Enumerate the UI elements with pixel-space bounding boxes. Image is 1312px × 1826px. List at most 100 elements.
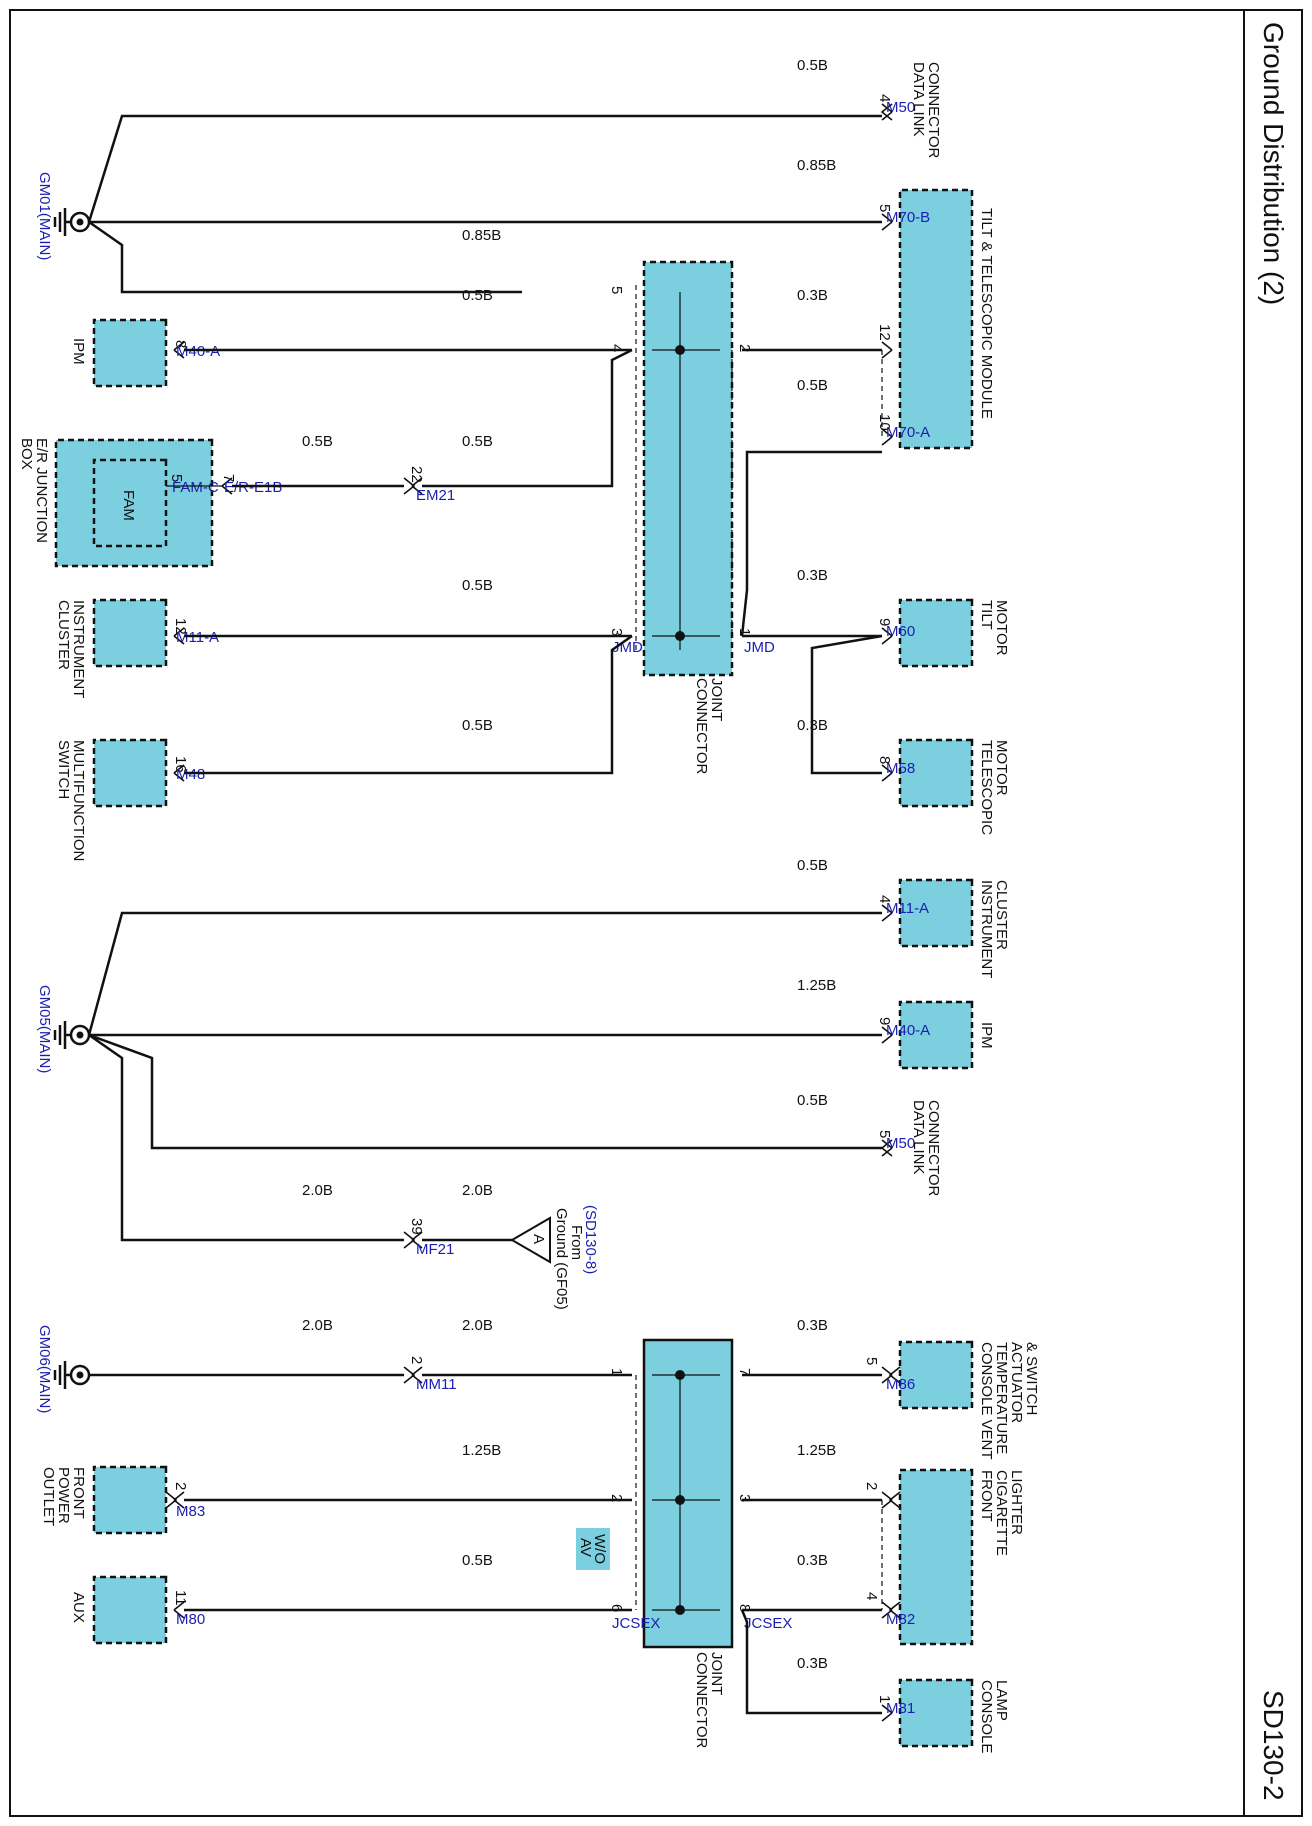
svg-text:0.5B: 0.5B [462, 1552, 493, 1569]
svg-text:M40-A: M40-A [886, 1022, 930, 1039]
svg-text:E/R-E1B: E/R-E1B [224, 479, 282, 496]
svg-text:SWITCH: SWITCH [55, 740, 72, 799]
ground-label-gm06: GM06(MAIN) [36, 1325, 53, 1413]
svg-text:16: 16 [172, 756, 189, 773]
aux [92, 1575, 168, 1645]
joint-connector-jmd [642, 260, 734, 677]
svg-text:0.5B: 0.5B [302, 433, 333, 450]
svg-text:8: 8 [876, 756, 893, 764]
svg-text:2.0B: 2.0B [302, 1317, 333, 1334]
svg-text:8: 8 [172, 340, 189, 348]
svg-text:CLUSTER: CLUSTER [993, 880, 1010, 950]
svg-text:& SWITCH: & SWITCH [1023, 1342, 1040, 1415]
svg-text:1.25B: 1.25B [462, 1442, 501, 1459]
svg-text:0.5B: 0.5B [462, 577, 493, 594]
svg-text:2: 2 [408, 1356, 425, 1364]
svg-text:IPM: IPM [978, 1022, 995, 1049]
svg-text:AV: AV [577, 1538, 594, 1557]
console-lamp [898, 1678, 974, 1748]
svg-text:LAMP: LAMP [993, 1680, 1010, 1721]
svg-text:POWER: POWER [55, 1467, 72, 1524]
svg-text:1: 1 [876, 1695, 893, 1703]
front-power-outlet [92, 1465, 168, 1535]
data-link-connector-2 [880, 1139, 893, 1157]
svg-text:0.3B: 0.3B [797, 1655, 828, 1672]
svg-text:CONNECTOR: CONNECTOR [693, 678, 710, 775]
svg-text:2: 2 [172, 1482, 189, 1490]
ground-gm06 [53, 1361, 91, 1389]
ground-gm05 [53, 1021, 91, 1049]
svg-text:Ground (GF05): Ground (GF05) [553, 1208, 570, 1310]
ground-gm01 [53, 208, 91, 236]
svg-text:FRONT: FRONT [70, 1467, 87, 1519]
svg-text:M48: M48 [176, 766, 205, 783]
svg-text:0.3B: 0.3B [797, 567, 828, 584]
svg-text:12: 12 [172, 618, 189, 635]
svg-text:1: 1 [608, 1368, 625, 1376]
svg-text:JCSEX: JCSEX [744, 1615, 792, 1632]
svg-text:TELESCOPIC: TELESCOPIC [978, 740, 995, 835]
from-ground-symbol [510, 1216, 551, 1264]
console-vent-temperature-actuator-switch [898, 1340, 974, 1410]
svg-text:IPM: IPM [70, 338, 87, 365]
svg-text:0.85B: 0.85B [797, 157, 836, 174]
fam-module [92, 458, 168, 548]
svg-text:5: 5 [876, 1130, 893, 1138]
telescopic-motor [898, 738, 974, 808]
svg-text:MOTOR: MOTOR [993, 740, 1010, 796]
svg-text:OUTLET: OUTLET [40, 1467, 57, 1526]
tilt-telescopic-module [898, 188, 974, 450]
svg-text:0.3B: 0.3B [797, 287, 828, 304]
ground-label-gm05: GM05(MAIN) [36, 985, 53, 1073]
svg-text:M50: M50 [886, 99, 915, 116]
svg-text:E/R JUNCTION: E/R JUNCTION [33, 438, 50, 543]
svg-text:7: 7 [736, 1368, 753, 1376]
svg-text:0.3B: 0.3B [797, 1317, 828, 1334]
svg-text:5: 5 [608, 286, 625, 294]
svg-text:39: 39 [408, 1218, 425, 1235]
svg-text:3: 3 [736, 1494, 753, 1502]
svg-text:4: 4 [863, 1592, 880, 1600]
svg-text:12: 12 [876, 324, 893, 341]
svg-text:JMD: JMD [744, 639, 775, 656]
svg-text:2: 2 [863, 1482, 880, 1490]
multifunction-switch [92, 738, 168, 808]
ipm-1 [92, 318, 168, 388]
svg-text:0.5B: 0.5B [797, 1092, 828, 1109]
svg-text:5: 5 [863, 1357, 880, 1365]
svg-text:4: 4 [876, 94, 893, 102]
svg-text:MULTIFUNCTION: MULTIFUNCTION [70, 740, 87, 861]
svg-text:INSTRUMENT: INSTRUMENT [978, 880, 995, 978]
svg-text:M70-B: M70-B [886, 209, 930, 226]
svg-text:MM11: MM11 [416, 1376, 457, 1393]
svg-text:0.5B: 0.5B [462, 287, 493, 304]
instrument-cluster-2 [898, 878, 974, 948]
svg-text:FRONT: FRONT [978, 1470, 995, 1522]
svg-text:M11-A: M11-A [886, 900, 929, 917]
svg-text:BOX: BOX [18, 438, 35, 470]
front-cigarette-lighter [898, 1468, 974, 1646]
svg-text:CONNECTOR: CONNECTOR [925, 1100, 942, 1197]
svg-text:0.5B: 0.5B [797, 857, 828, 874]
svg-text:5: 5 [168, 474, 185, 482]
svg-text:0.5B: 0.5B [462, 433, 493, 450]
svg-text:M86: M86 [886, 1376, 915, 1393]
svg-text:ACTUATOR: ACTUATOR [1008, 1342, 1025, 1423]
svg-text:2.0B: 2.0B [462, 1182, 493, 1199]
svg-text:2.0B: 2.0B [302, 1182, 333, 1199]
svg-text:M82: M82 [886, 1611, 915, 1628]
page-title: Ground Distribution (2) [1258, 22, 1289, 305]
svg-text:2: 2 [608, 1494, 625, 1502]
svg-text:JOINT: JOINT [708, 678, 725, 721]
svg-text:A: A [530, 1234, 547, 1244]
svg-text:CONNECTOR: CONNECTOR [925, 62, 942, 159]
wo-av-tag [576, 1528, 610, 1570]
svg-text:M70-A: M70-A [886, 424, 930, 441]
svg-text:4: 4 [608, 344, 625, 352]
svg-text:0.3B: 0.3B [797, 1552, 828, 1569]
svg-text:(SD130-8): (SD130-8) [582, 1205, 599, 1274]
svg-text:W/O: W/O [591, 1534, 608, 1564]
tilt-motor [898, 598, 974, 668]
